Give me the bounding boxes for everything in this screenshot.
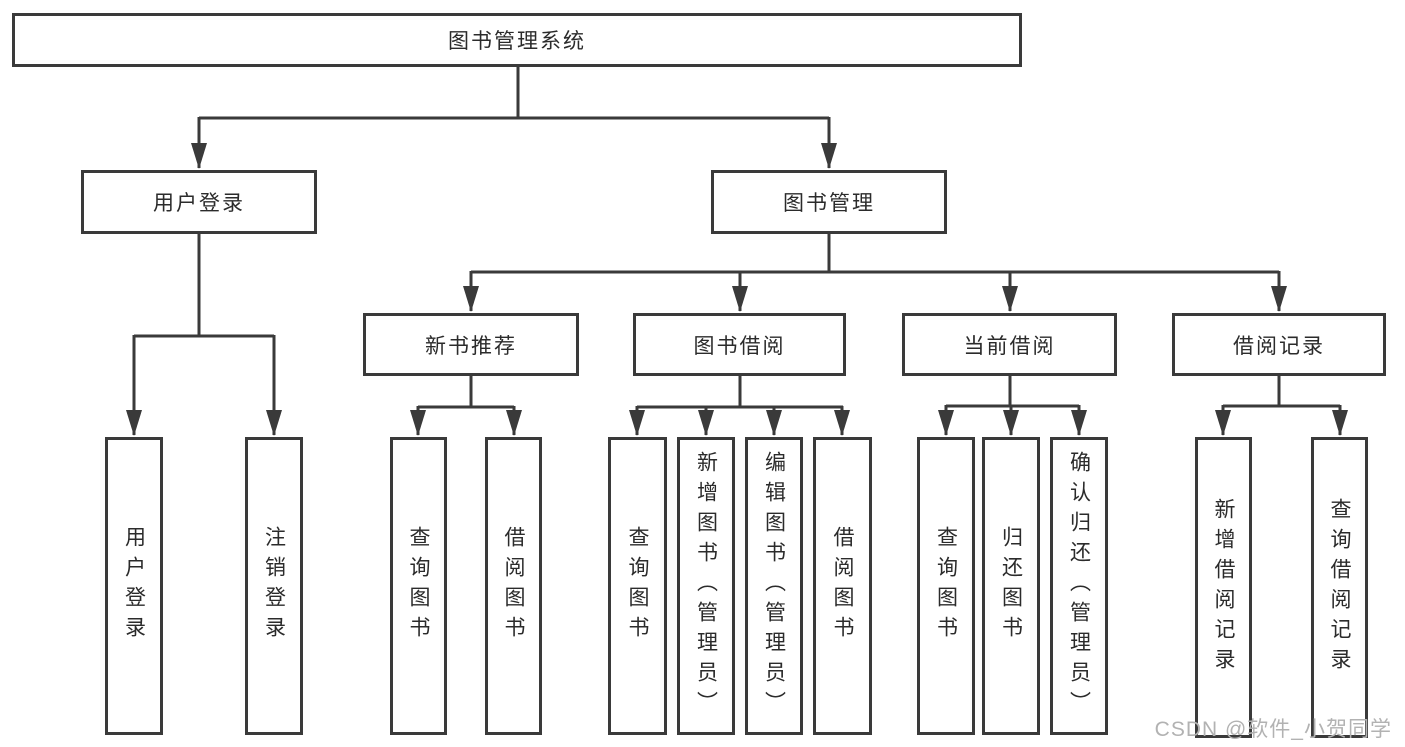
connector-user-login-to-leaves bbox=[126, 234, 282, 436]
node-root-library-system: 图书管理系统 bbox=[12, 13, 1022, 67]
connector-borrowing-records-to-leaves bbox=[1215, 376, 1348, 436]
node-leaf-logout: 注销登录 bbox=[245, 437, 303, 735]
node-leaf-borrowing-query-books: 查询图书 bbox=[608, 437, 667, 735]
node-leaf-records-add-record: 新增借阅记录 bbox=[1195, 437, 1252, 738]
node-leaf-user-login: 用户登录 bbox=[105, 437, 163, 735]
csdn-watermark: CSDN @软件_小贺同学 bbox=[1154, 718, 1392, 741]
node-current-borrowing: 当前借阅 bbox=[902, 313, 1117, 376]
node-new-book-recommend: 新书推荐 bbox=[363, 313, 579, 376]
node-leaf-borrowing-edit-books-admin: 编辑图书（管理员） bbox=[745, 437, 803, 735]
node-borrowing-records: 借阅记录 bbox=[1172, 313, 1386, 376]
node-leaf-records-query-record: 查询借阅记录 bbox=[1311, 437, 1368, 738]
connector-book-borrowing-to-leaves bbox=[629, 376, 850, 436]
node-leaf-current-confirm-return-admin: 确认归还（管理员） bbox=[1050, 437, 1108, 735]
node-book-borrowing: 图书借阅 bbox=[633, 313, 846, 376]
node-book-management-group: 图书管理 bbox=[711, 170, 947, 234]
node-leaf-newrec-borrow-books: 借阅图书 bbox=[485, 437, 542, 735]
node-leaf-borrowing-borrow-books: 借阅图书 bbox=[813, 437, 872, 735]
connector-book-management-to-level3 bbox=[463, 234, 1287, 312]
connector-new-book-recommend-to-leaves bbox=[410, 376, 522, 436]
connector-current-borrowing-to-leaves bbox=[938, 376, 1087, 436]
connector-root-to-level2 bbox=[191, 67, 837, 169]
node-leaf-borrowing-add-books-admin: 新增图书（管理员） bbox=[677, 437, 735, 735]
node-leaf-current-query-books: 查询图书 bbox=[917, 437, 975, 735]
node-leaf-newrec-query-books: 查询图书 bbox=[390, 437, 447, 735]
node-leaf-current-return-books: 归还图书 bbox=[982, 437, 1040, 735]
node-user-login-group: 用户登录 bbox=[81, 170, 317, 234]
